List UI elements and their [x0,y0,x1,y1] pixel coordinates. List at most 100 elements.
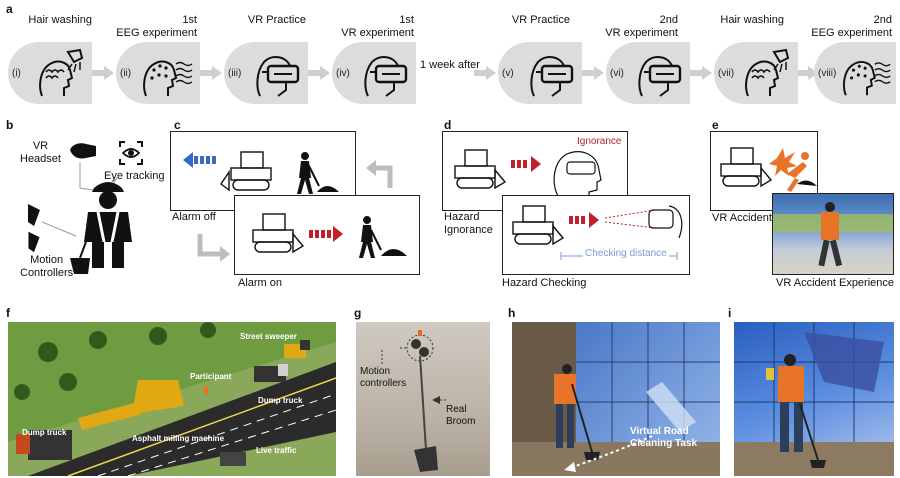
eeg-head-icon [843,61,891,96]
head-with-vr-icon [648,205,683,239]
participant-marker [204,386,208,394]
eye-tracking-icon [119,141,143,165]
vr-accident-scene [720,147,817,192]
sight-lines [604,209,656,229]
panel-label-a: a [6,2,13,16]
alarm-on-scene [252,213,407,258]
participant-vest [778,366,804,402]
bulldozer-icon [220,151,272,192]
dump-truck-left [16,430,72,460]
bulldozer-icon [512,205,565,246]
step-pill-5: (v) [498,42,582,104]
worker-icon [84,182,132,268]
vr-headset-icon [638,56,682,97]
eye-tracking-label: Eye tracking [104,170,165,182]
motion-controller-icon [28,231,40,253]
checking-distance-label: Checking distance [583,248,669,259]
dump-truck-left-label: Dump truck [22,428,67,437]
person-vest [821,212,839,240]
video-wall-grid [576,322,720,442]
flow-arrow [702,66,712,80]
step-roman-1: (i) [12,68,21,79]
vr-headset-icon [70,143,96,159]
street-sweeper-label: Street sweeper [240,332,297,341]
panel-label-e: e [712,118,719,132]
falling-worker-icon [787,152,817,192]
hazard-checking-box: Checking distance [502,195,690,275]
movement-arrow [564,435,653,472]
step-pill-2: (ii) [116,42,200,104]
flow-arrow [212,66,222,80]
motion-controller [766,368,774,380]
panel-label-h: h [508,306,516,320]
panel-label-b: b [6,118,14,132]
alarm-on-label: Alarm on [238,277,283,289]
street-sweeper-vehicle [284,340,310,358]
flow-arrow [486,66,496,80]
dump-truck-right-label: Dump truck [258,396,303,405]
panel-label-c: c [174,118,181,132]
asphalt-milling-label: Asphalt milling machine [132,434,225,443]
step-roman-4: (iv) [336,68,350,79]
real-broom-label: Real Broom [446,404,476,427]
step-roman-2: (ii) [120,68,132,79]
alarm-off-label: Alarm off [172,211,216,223]
participant-vest [554,374,576,404]
vr-headset-icon [364,56,408,97]
collision-burst-icon [769,148,797,176]
motion-controller-icon [28,204,40,226]
video-wall-grid [734,322,894,442]
step-pill-4: (iv) [332,42,416,104]
broom-icon [799,403,826,468]
vr-accident-experience-photo [772,193,894,275]
warning-arrow [569,212,599,228]
vr-headset-icon [256,56,300,97]
alarm-off-arrow [183,152,216,168]
warning-arrow [511,156,541,172]
alarm-on-box [234,195,420,275]
participant-head [562,364,572,374]
panel-label-f: f [6,306,10,320]
gap-label: 1 week after [420,59,480,71]
controllers-broom-photo: Motion controllers Real Broom [356,322,490,476]
connector-line [42,221,77,237]
bulldozer-icon [454,149,507,190]
head-with-vr-icon [553,151,602,201]
step-pill-1: (i) [8,42,92,104]
flow-arrow [808,66,818,80]
dump-truck-right [254,364,288,382]
virtual-road-cleaning-photo: Virtual Road Cleaning Task [512,322,720,476]
step-roman-7: (vii) [718,68,735,79]
vr-accident-participant-photo [734,322,894,476]
hazard-checking-label: Hazard Checking [502,277,587,289]
broom-icon [70,219,95,274]
hazard-ignorance-label: Hazard Ignorance [444,211,493,236]
step-title-1: Hair washing [28,14,92,26]
person-head [825,202,835,212]
panel-label-i: i [728,306,732,320]
vr-accident-experience-label: VR Accident Experience [776,277,895,289]
hair-washing-icon [745,48,790,97]
motion-controllers-label: Motion Controllers [20,254,74,279]
hair-washing-icon [39,48,84,97]
forward-arrow-icon [197,234,230,262]
panel-label-g: g [354,306,362,320]
step-title-7: Hair washing [720,14,784,26]
step-roman-3: (iii) [228,68,242,79]
vr-headset-icon [530,56,574,97]
step-pill-7: (vii) [714,42,798,104]
alarm-on-arrow [309,226,343,242]
step-roman-6: (vi) [610,68,624,79]
hazard-ignorance-scene [454,149,602,201]
flow-arrow [320,66,330,80]
step-title-3: VR Practice [247,14,306,26]
bulldozer-icon [252,213,305,254]
live-traffic-label: Live traffic [256,446,297,455]
panel-label-d: d [444,118,452,132]
vr-construction-scene: Street sweeper Participant Dump truck Du… [8,322,336,476]
return-arrow-icon [366,160,393,188]
